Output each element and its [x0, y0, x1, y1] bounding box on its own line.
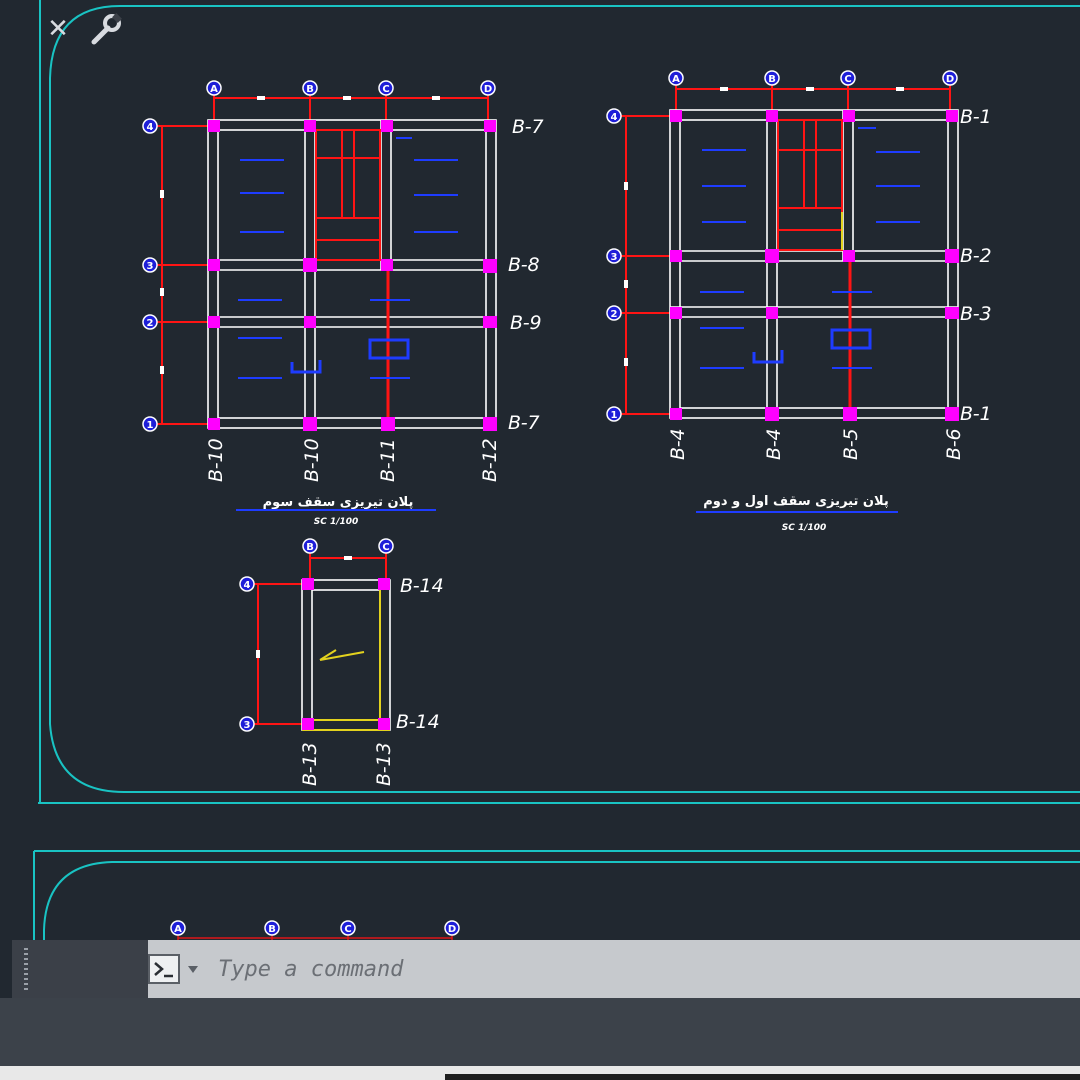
beam-label: B-10: [301, 438, 323, 482]
svg-text:1: 1: [147, 420, 154, 431]
grid-bubble-row: 3: [142, 257, 158, 273]
beam-label: B-11: [377, 438, 399, 482]
svg-text:2: 2: [147, 318, 154, 329]
command-prompt-icon[interactable]: [148, 954, 208, 988]
svg-text:2: 2: [611, 309, 618, 320]
beam-label: B-10: [205, 438, 227, 482]
command-line-tools: [40, 940, 148, 998]
grid-bubble-row: 3: [239, 716, 255, 732]
plan-title: پلان تیریزی سقف اول و دوم: [703, 494, 888, 509]
grid-bubble-col: B: [302, 80, 318, 96]
grid-bubble-col: C: [378, 538, 394, 554]
grid-bubble-row: 2: [142, 314, 158, 330]
beam-label: B-13: [299, 742, 321, 786]
svg-text:B: B: [306, 542, 314, 553]
plan-scale: SC 1/100: [782, 523, 827, 533]
svg-text:C: C: [382, 84, 389, 95]
svg-text:4: 4: [147, 122, 154, 133]
grid-bubble-row: 2: [606, 305, 622, 321]
beam-label: B-8: [508, 254, 540, 276]
plan-roof[interactable]: B C 4 3 B-14 B-14 B-13 B-13: [239, 538, 444, 786]
grid-bubble-col: D: [480, 80, 496, 96]
svg-text:B: B: [768, 74, 776, 85]
grid-bubble-row: 4: [606, 108, 622, 124]
svg-text:D: D: [484, 84, 492, 95]
beam-label: B-7: [512, 116, 544, 138]
plan-first-second-floor[interactable]: A B C D 4 3 2 1 B-1 B-2 B-3 B-1 B-4 B-4 …: [606, 70, 992, 533]
svg-text:C: C: [382, 542, 389, 553]
beam-label: B-4: [667, 428, 689, 460]
command-input[interactable]: [218, 953, 1038, 985]
plan-scale: SC 1/100: [314, 517, 359, 527]
grid-bubble-col: C: [840, 70, 856, 86]
grid-bubble-col: D: [942, 70, 958, 86]
grid-bubble-row: 3: [606, 248, 622, 264]
svg-text:A: A: [672, 74, 680, 85]
beam-label: B-4: [763, 428, 785, 460]
beam-label: B-14: [400, 575, 444, 597]
beam-label: B-1: [960, 403, 992, 425]
grid-bubble-col: A: [668, 70, 684, 86]
upper-sheet-frame: [38, 0, 1080, 804]
beam-label: B-5: [840, 428, 862, 460]
svg-text:3: 3: [147, 261, 154, 272]
grid-bubble-col: B: [302, 538, 318, 554]
svg-text:C: C: [344, 924, 351, 935]
svg-text:A: A: [174, 924, 182, 935]
beam-label: B-7: [508, 412, 540, 434]
beam-label: B-12: [479, 438, 501, 482]
svg-text:D: D: [946, 74, 954, 85]
svg-text:A: A: [210, 84, 218, 95]
plan-third-floor[interactable]: A B C D 4 3 2 1 B-7 B-8 B-9 B-7 B-10 B-1…: [142, 80, 544, 527]
beam-label: B-14: [396, 711, 440, 733]
grid-bubble-col: C: [378, 80, 394, 96]
beam-label: B-13: [373, 742, 395, 786]
beam-label: B-9: [510, 312, 542, 334]
horizontal-scrollbar[interactable]: [0, 1066, 1080, 1080]
beam-label: B-1: [960, 106, 992, 128]
grid-bubble-col: C: [340, 920, 356, 936]
grid-bubble-col: A: [206, 80, 222, 96]
grid-bubble-col: B: [764, 70, 780, 86]
grid-bubble-row: 4: [239, 576, 255, 592]
grid-bubble-col: B: [264, 920, 280, 936]
beam-label: B-2: [960, 245, 992, 267]
grid-bubble-row: 1: [606, 406, 622, 422]
beam-label: B-6: [943, 428, 965, 460]
command-line-grip[interactable]: [12, 940, 40, 998]
grid-bubble-col: A: [170, 920, 186, 936]
scrollbar-thumb[interactable]: [445, 1074, 1080, 1080]
svg-text:D: D: [448, 924, 456, 935]
upper-sheet-inner-border: [50, 6, 1080, 792]
svg-text:C: C: [844, 74, 851, 85]
svg-text:3: 3: [611, 252, 618, 263]
svg-text:1: 1: [611, 410, 618, 421]
grid-bubble-row: 1: [142, 416, 158, 432]
grid-bubble-col: D: [444, 920, 460, 936]
svg-text:4: 4: [611, 112, 618, 123]
status-bar: [0, 998, 1080, 1066]
svg-text:3: 3: [244, 720, 251, 731]
grid-bubble-row: 4: [142, 118, 158, 134]
svg-text:B: B: [306, 84, 314, 95]
plan-title: پلان تیریزی سقف سوم: [263, 495, 414, 510]
beam-label: B-3: [960, 303, 992, 325]
svg-text:4: 4: [244, 580, 251, 591]
close-icon[interactable]: ✕: [47, 14, 69, 44]
svg-text:B: B: [268, 924, 276, 935]
wrench-icon[interactable]: [88, 12, 124, 46]
